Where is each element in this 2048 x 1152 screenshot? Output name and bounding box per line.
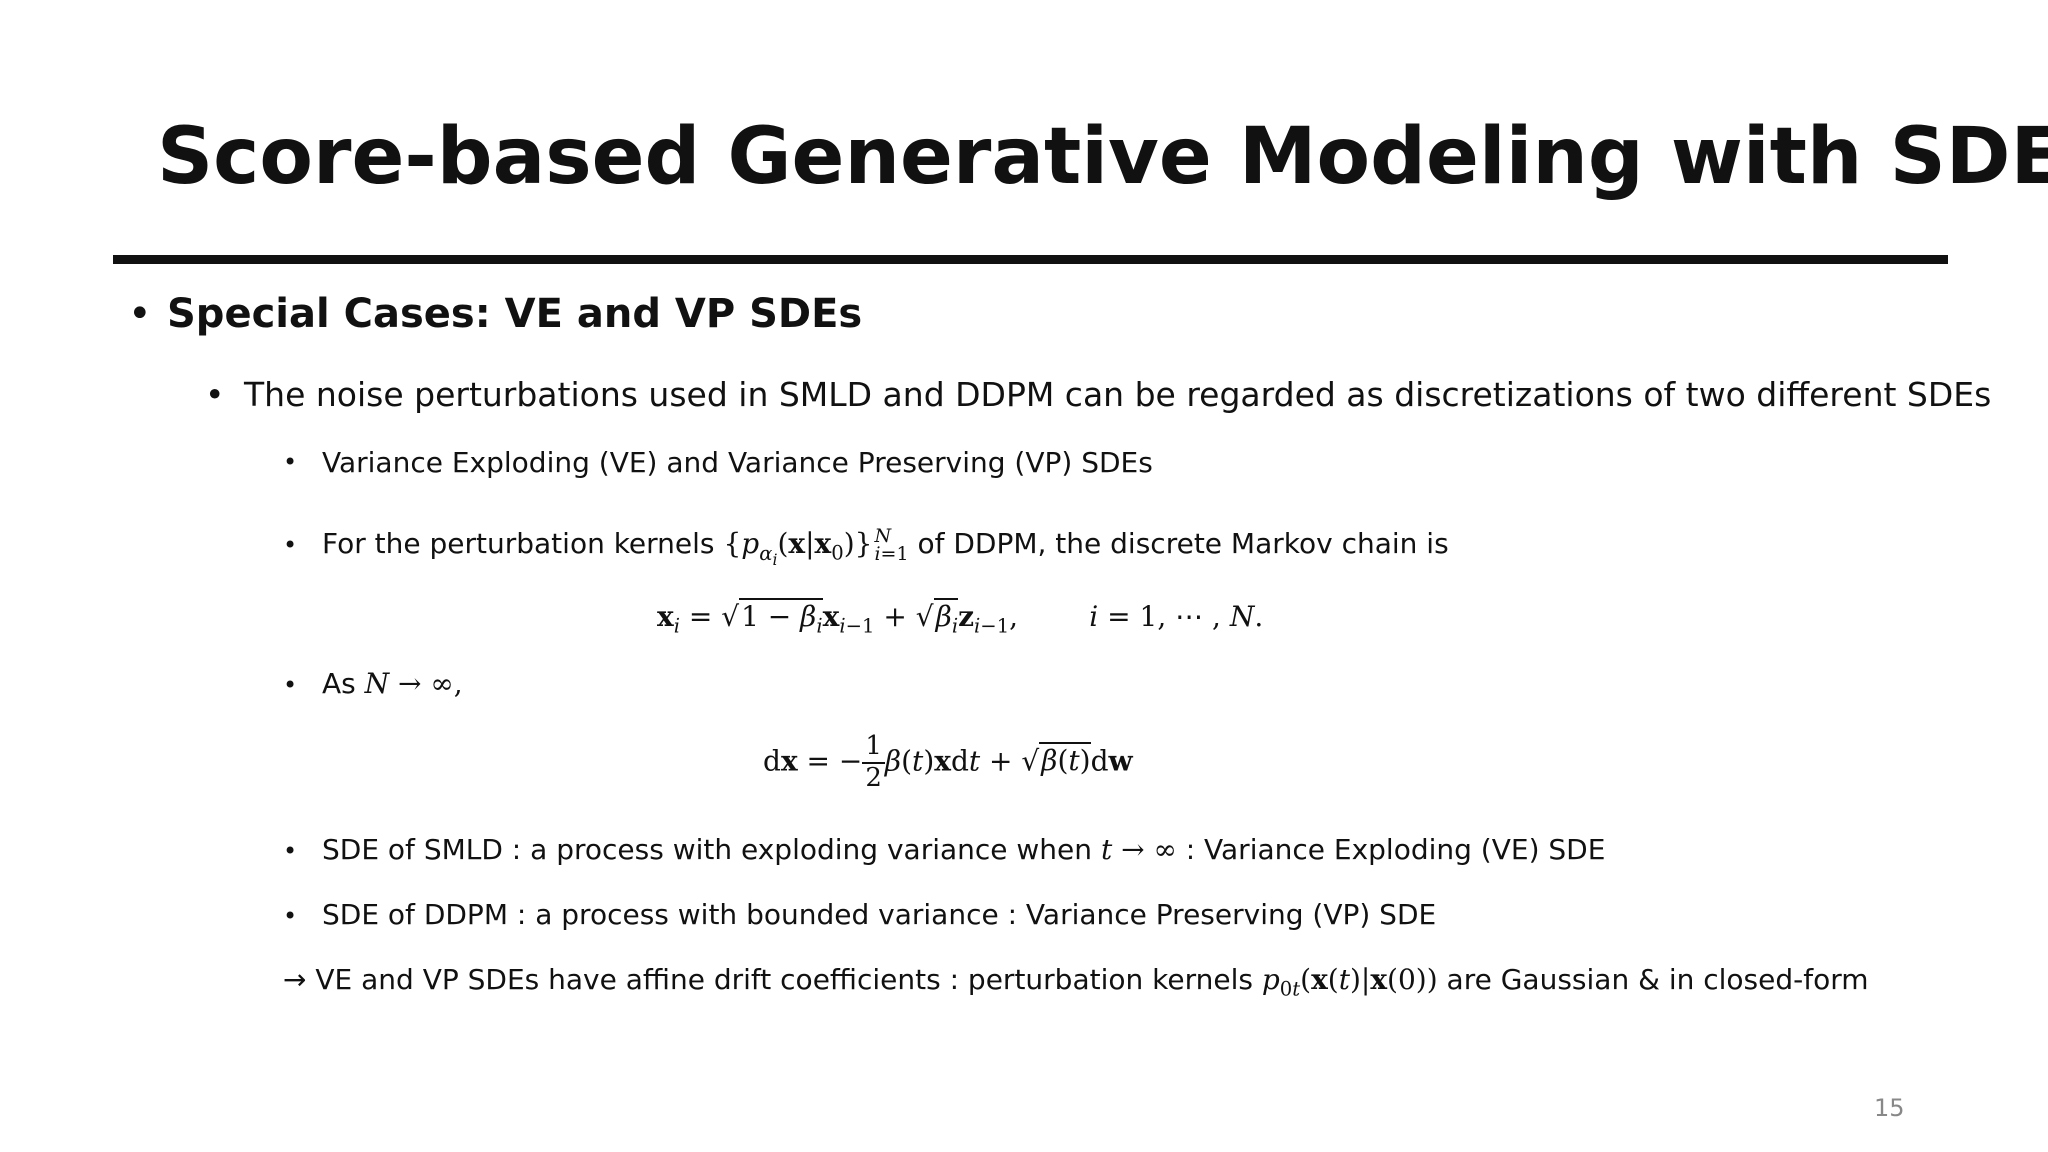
conclusion-line: → VE and VP SDEs have affine drift coeff… — [283, 963, 1869, 1001]
sub-bullet-perturbation-kernels: For the perturbation kernels {pαi(x|x0)}… — [322, 527, 1449, 569]
bullet-marker: • — [205, 375, 225, 414]
bullet-marker: • — [283, 448, 298, 476]
conclusion-text-before: VE and VP SDEs have affine drift coeffic… — [315, 963, 1253, 996]
limit-formula: N → ∞, — [364, 667, 463, 700]
smld-text-before: SDE of SMLD : a process with exploding v… — [322, 833, 1093, 866]
kernel-p0t-formula: p0t(x(t)|x(0)) — [1261, 963, 1438, 1001]
slide-title: Score-based Generative Modeling with SDE… — [157, 112, 2048, 202]
bullet-marker: • — [283, 837, 298, 865]
bullet-marker: • — [283, 531, 298, 559]
page-number: 15 — [1874, 1094, 1905, 1122]
bullet-point: The noise perturbations used in SMLD and… — [244, 375, 1992, 414]
t-infinity-formula: t → ∞ — [1100, 833, 1177, 866]
bullet-marker: • — [283, 671, 298, 699]
smld-text-after: : Variance Exploding (VE) SDE — [1185, 833, 1606, 866]
kernels-text-before: For the perturbation kernels — [322, 527, 715, 560]
arrow-icon: → — [283, 963, 307, 996]
title-divider — [113, 255, 1948, 264]
kernels-text-after: of DDPM, the discrete Markov chain is — [917, 527, 1449, 560]
sub-bullet-ddpm: SDE of DDPM : a process with bounded var… — [322, 898, 1437, 931]
limit-text: As — [322, 667, 356, 700]
bullet-marker: • — [128, 291, 152, 337]
markov-chain-equation: xi = √1 − βixi−1 + √βizi−1, i = 1, ⋯ , N… — [657, 598, 1264, 638]
bullet-marker: • — [283, 902, 298, 930]
sub-bullet-limit: As N → ∞, — [322, 667, 463, 700]
section-heading: Special Cases: VE and VP SDEs — [167, 291, 863, 337]
conclusion-text-after: are Gaussian & in closed-form — [1446, 963, 1869, 996]
sub-bullet-ve-vp: Variance Exploding (VE) and Variance Pre… — [322, 446, 1153, 479]
sub-bullet-smld: SDE of SMLD : a process with exploding v… — [322, 833, 1605, 866]
